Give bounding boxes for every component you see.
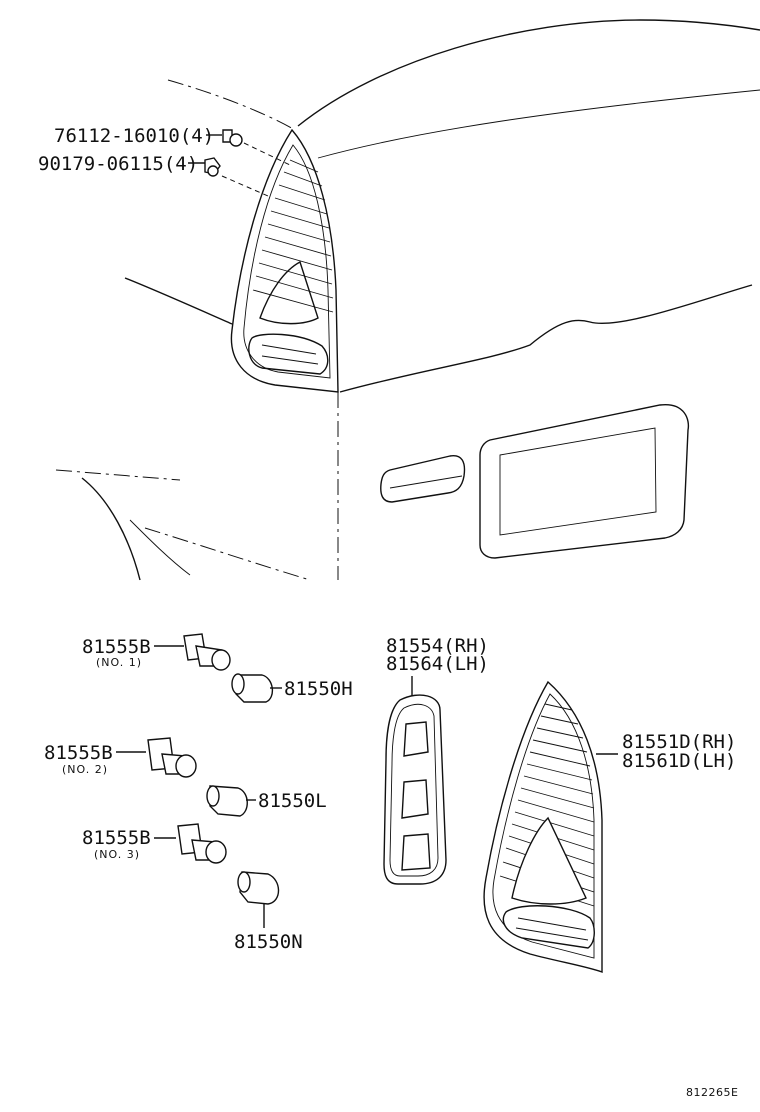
bulb-81550h [231, 673, 282, 703]
label-socket1-no: (NO. 1) [96, 656, 142, 669]
label-socket2: 81555B [44, 742, 113, 764]
label-lamp-lh: 81561D(LH) [622, 750, 736, 772]
label-socket1: 81555B [82, 636, 151, 658]
gasket-81554 [383, 676, 447, 885]
installed-tail-lamp [230, 128, 339, 393]
label-nut: 90179-06115(4) [38, 153, 198, 175]
label-gasket-rh: 81554(RH) [386, 635, 489, 657]
label-lamp-rh: 81551D(RH) [622, 731, 736, 753]
screw-and-nut [188, 129, 291, 197]
label-socket3: 81555B [82, 827, 151, 849]
bulb-81550l [206, 785, 256, 817]
label-socket3-no: (NO. 3) [94, 848, 140, 861]
label-bulb-n: 81550N [234, 931, 303, 953]
label-gasket-lh: 81564(LH) [386, 653, 489, 675]
diagram-code: 812265E [686, 1086, 738, 1099]
label-socket2-no: (NO. 2) [62, 763, 108, 776]
socket-no3 [154, 823, 227, 864]
bulb-81550n [237, 871, 280, 928]
tail-lamp-81551d [483, 680, 618, 973]
vehicle-body-outline [55, 19, 760, 581]
label-bulb-l: 81550L [258, 790, 327, 812]
label-bulb-h: 81550H [284, 678, 353, 700]
socket-no1 [154, 633, 231, 671]
socket-no2 [116, 737, 197, 778]
label-screw: 76112-16010(4) [54, 125, 214, 147]
